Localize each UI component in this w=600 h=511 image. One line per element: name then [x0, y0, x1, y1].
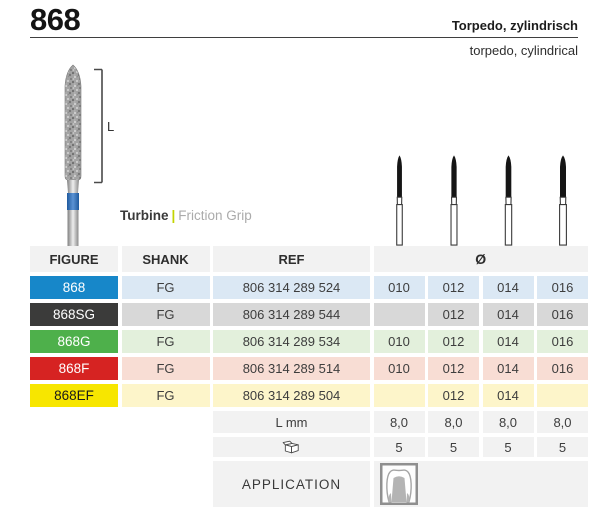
pack-value: 5: [482, 437, 534, 457]
bur-size-icon-014: [501, 155, 516, 246]
diameter-cell: 014: [482, 303, 534, 326]
bur-size-icon-012: [447, 155, 461, 246]
header-rule: 868 Torpedo, zylindrisch: [30, 2, 578, 39]
ref-cell: 806 314 289 524: [213, 276, 370, 299]
diameter-cell: 012: [428, 276, 479, 299]
bur-size-icon-016: [555, 155, 571, 246]
diameter-cell: 016: [537, 330, 588, 353]
diameter-cell: 016: [537, 276, 588, 299]
col-header-shank: SHANK: [121, 246, 210, 272]
length-row-label: L mm: [213, 411, 370, 433]
diamond-bur-image: [64, 64, 82, 246]
diameter-cell: 010: [373, 330, 425, 353]
ref-cell: 806 314 289 544: [213, 303, 370, 326]
length-value: 8,0: [428, 411, 479, 433]
pack-icon-cell: [213, 437, 370, 457]
shank-cell: FG: [121, 384, 210, 407]
length-value: 8,0: [373, 411, 425, 433]
ref-cell: 806 314 289 504: [213, 384, 370, 407]
length-bracket: L: [94, 68, 114, 184]
length-value: 8,0: [537, 411, 588, 433]
length-label: L: [107, 119, 114, 134]
bur-size-icon-010: [393, 155, 406, 246]
ref-cell: 806 314 289 514: [213, 357, 370, 380]
package-icon: [282, 440, 299, 454]
ref-cell: 806 314 289 534: [213, 330, 370, 353]
page-header: 868 Torpedo, zylindrisch torpedo, cylind…: [30, 2, 578, 59]
diameter-cell: 010: [373, 357, 425, 380]
diameter-cell: 016: [537, 357, 588, 380]
figure-badge: 868: [30, 276, 118, 299]
diameter-cell: 012: [428, 330, 479, 353]
drive-label: Turbine: [120, 208, 169, 223]
drive-type-line: Turbine|Friction Grip: [120, 208, 252, 223]
tooth-crown-prep-icon: [380, 463, 418, 505]
shank-cell: FG: [121, 330, 210, 353]
figure-badge: 868EF: [30, 384, 118, 407]
footer-spacer: [30, 411, 210, 433]
diameter-cell: 012: [428, 303, 479, 326]
pack-value: 5: [428, 437, 479, 457]
diameter-cell: 010: [373, 276, 425, 299]
diameter-cell: 014: [482, 330, 534, 353]
footer-spacer: [30, 437, 210, 457]
diameter-cell: 012: [428, 384, 479, 407]
figure-number: 868: [30, 2, 81, 37]
diameter-cell: 012: [428, 357, 479, 380]
title-german: Torpedo, zylindrisch: [451, 18, 578, 34]
diameter-cell: 014: [482, 384, 534, 407]
col-header-ref: REF: [213, 246, 370, 272]
drive-separator: |: [171, 208, 176, 223]
figure-badge: 868SG: [30, 303, 118, 326]
spec-table: FIGURE SHANK REF Ø 868 FG 806 314 289 52…: [30, 246, 588, 507]
diameter-cell: 016: [537, 303, 588, 326]
footer-spacer: [30, 461, 210, 507]
pack-value: 5: [373, 437, 425, 457]
col-header-figure: FIGURE: [30, 246, 118, 272]
figure-badge: 868F: [30, 357, 118, 380]
diameter-cell: [373, 384, 425, 407]
diameter-cell: 014: [482, 276, 534, 299]
length-value: 8,0: [482, 411, 534, 433]
figure-badge: 868G: [30, 330, 118, 353]
pack-value: 5: [537, 437, 588, 457]
diameter-cell: 014: [482, 357, 534, 380]
application-cell: [373, 461, 588, 507]
shank-cell: FG: [121, 303, 210, 326]
shank-cell: FG: [121, 276, 210, 299]
shank-cell: FG: [121, 357, 210, 380]
title-english: torpedo, cylindrical: [469, 43, 578, 59]
grip-label: Friction Grip: [178, 208, 252, 223]
col-header-diameter: Ø: [373, 246, 588, 272]
diameter-cell: [537, 384, 588, 407]
application-label: APPLICATION: [213, 461, 370, 507]
product-graphic-band: L Turbine|Friction Grip: [0, 62, 600, 246]
diameter-cell: [373, 303, 425, 326]
